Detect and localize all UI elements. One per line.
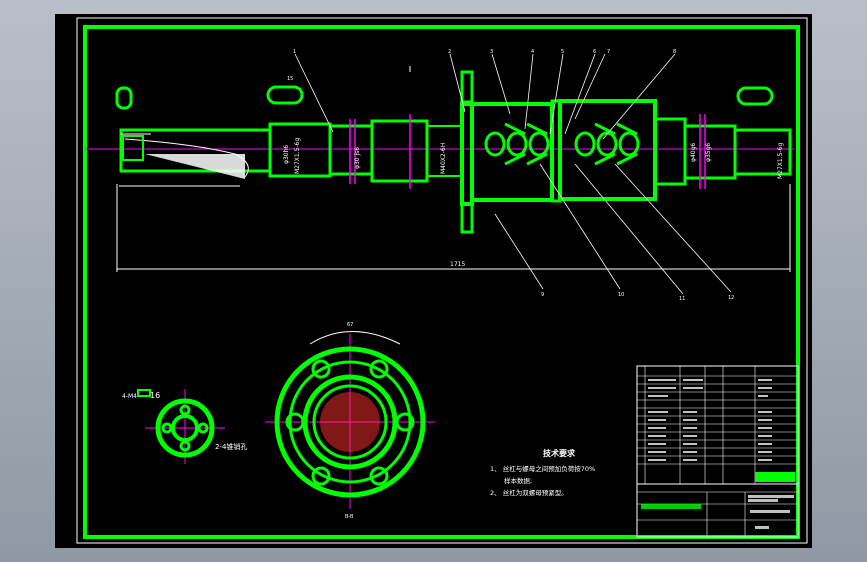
callout-leaders bbox=[294, 53, 732, 295]
tech-req-2: 2、 丝杠为双螺母预紧型。 bbox=[490, 488, 568, 497]
technical-requirements: 技术要求 1、 丝杠与螺母之间预加负荷按70% 样本数据; 2、 丝杠为双螺母预… bbox=[490, 448, 595, 497]
ball-screw-shaft: 1715 bbox=[85, 70, 795, 272]
flange-bore bbox=[302, 374, 398, 470]
shaft-step-2 bbox=[328, 124, 374, 176]
shaft-right-end bbox=[733, 128, 792, 176]
detail-inner bbox=[171, 414, 199, 442]
slot-detail-right bbox=[736, 86, 774, 106]
top-details: 15 bbox=[115, 66, 774, 110]
dia-label-2: φ30 js6 bbox=[354, 147, 361, 169]
flange-bore-inner bbox=[312, 384, 388, 460]
small-dim-text: 15 bbox=[287, 76, 293, 82]
title-grid bbox=[637, 491, 798, 537]
view-label: B-B bbox=[345, 514, 354, 520]
flange-bottom bbox=[460, 202, 474, 234]
spacer bbox=[550, 99, 562, 203]
tech-req-1a: 1、 丝杠与螺母之间预加负荷按70% bbox=[490, 464, 595, 473]
balls bbox=[484, 122, 640, 166]
drawing-canvas: 1715 15 φ30h6 φ30 js6 M40X2-6H φ40g6 φ35… bbox=[55, 14, 812, 548]
detail-tag bbox=[137, 389, 151, 397]
callout-numbers: 1 2 3 4 5 6 7 8 9 10 11 12 bbox=[293, 49, 734, 302]
outer-frame bbox=[76, 17, 808, 544]
parts-list-text bbox=[648, 379, 794, 529]
parts-list-grid bbox=[637, 366, 798, 484]
title-fills bbox=[641, 472, 795, 509]
callout-3: 3 bbox=[490, 49, 493, 55]
callout-1: 1 bbox=[293, 49, 296, 55]
flange-outer bbox=[274, 346, 426, 498]
detail-holes bbox=[161, 404, 209, 452]
detail-outer bbox=[155, 398, 215, 458]
dia-label-3: φ40g6 bbox=[690, 143, 697, 162]
callout-7: 7 bbox=[607, 49, 610, 55]
title-block bbox=[636, 365, 799, 538]
flange-section-view: 67 B-B bbox=[265, 322, 435, 520]
callout-11: 11 bbox=[679, 296, 685, 302]
flange-ring bbox=[288, 360, 412, 484]
tech-req-title: 技术要求 bbox=[543, 448, 576, 458]
callout-9: 9 bbox=[541, 292, 544, 298]
callout-8: 8 bbox=[673, 49, 676, 55]
flange-dim-text: 67 bbox=[347, 322, 353, 328]
thread-right-label: M27X1.5-6g bbox=[777, 143, 784, 179]
shaft-step-3 bbox=[370, 119, 429, 183]
flange-dim-arc bbox=[309, 331, 401, 345]
callout-12: 12 bbox=[728, 295, 734, 301]
hole-note: 4-M4 bbox=[122, 393, 137, 400]
pin-hole-detail: 4-M4 16 2-4锥销孔 bbox=[122, 389, 247, 464]
keyway-curve bbox=[124, 138, 249, 178]
callout-4: 4 bbox=[531, 49, 534, 55]
dia-label-4: φ35g6 bbox=[705, 143, 712, 162]
nut-right bbox=[558, 99, 657, 201]
flange-top bbox=[460, 70, 474, 104]
callout-6: 6 bbox=[593, 49, 596, 55]
thread-left-label: M27X1.5-6g bbox=[294, 138, 301, 174]
shaft-step-5 bbox=[653, 117, 687, 186]
slot-detail-left bbox=[115, 86, 133, 110]
tech-req-1b: 样本数据; bbox=[504, 476, 532, 485]
dia-label-1: φ30h6 bbox=[283, 145, 290, 164]
slot-detail-mid bbox=[266, 85, 304, 105]
callout-10: 10 bbox=[618, 292, 624, 298]
keyway-hatch bbox=[145, 154, 245, 179]
nut-label: M40X2-6H bbox=[440, 143, 447, 174]
callout-5: 5 bbox=[561, 49, 564, 55]
callout-2: 2 bbox=[448, 49, 451, 55]
hole-depth: 16 bbox=[150, 391, 160, 400]
hidden-lines bbox=[349, 114, 706, 189]
shaft-section-hatch bbox=[320, 392, 380, 452]
title-frame bbox=[636, 483, 799, 538]
center-hole bbox=[122, 135, 144, 161]
inner-frame bbox=[83, 25, 800, 539]
pin-note: 2-4锥销孔 bbox=[215, 442, 247, 451]
flange-bolt-holes bbox=[285, 359, 415, 486]
cad-drawing: 1715 15 φ30h6 φ30 js6 M40X2-6H φ40g6 φ35… bbox=[76, 17, 808, 544]
total-length-text: 1715 bbox=[450, 261, 465, 268]
